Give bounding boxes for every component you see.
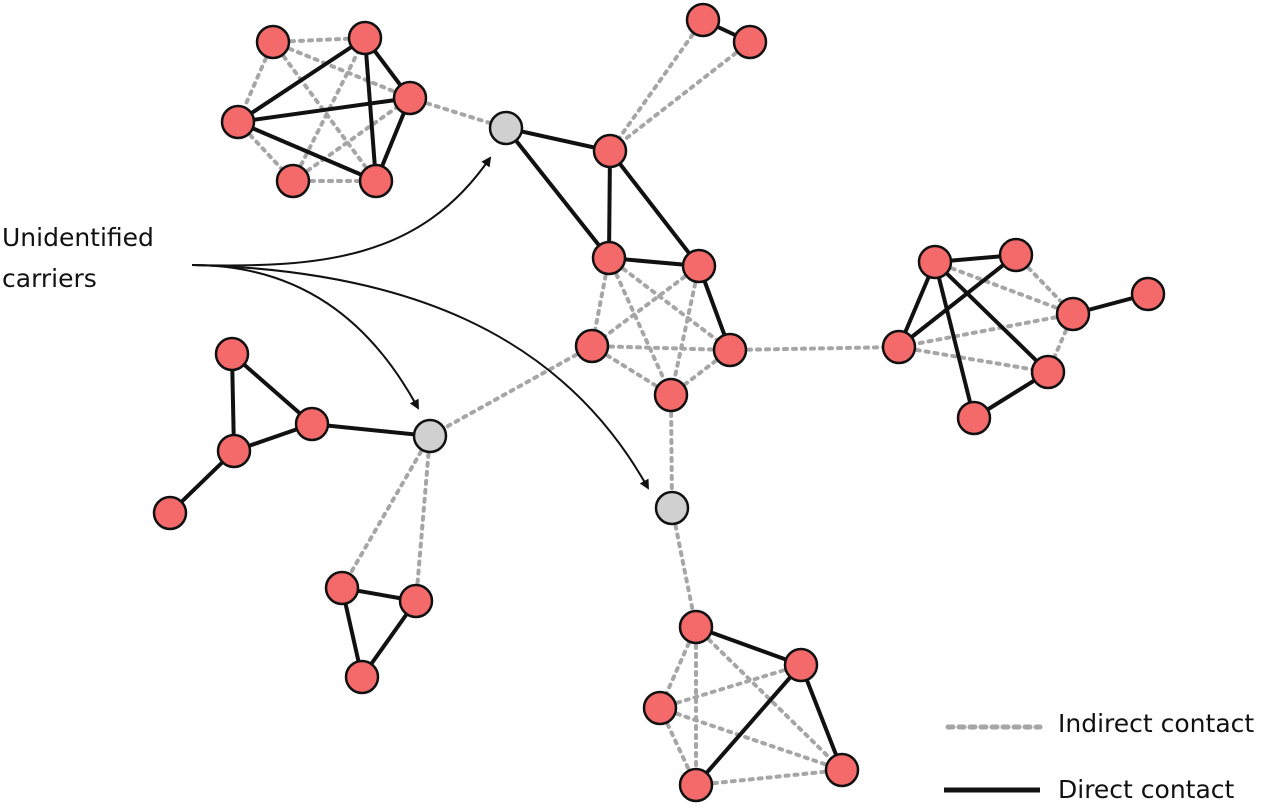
carrier-node: [654, 490, 690, 526]
case-node: [956, 400, 992, 436]
annotation-arrows: [191, 156, 649, 490]
case-node: [678, 609, 714, 645]
case-node: [214, 336, 250, 372]
case-node: [275, 163, 311, 199]
case-node: [1030, 354, 1066, 390]
case-node: [712, 332, 748, 368]
legend: Indirect contact Direct contact: [944, 709, 1254, 804]
direct-edge: [236, 36, 367, 124]
indirect-edge: [658, 706, 844, 772]
indirect-edge: [669, 393, 674, 510]
indirect-edge: [897, 345, 1050, 374]
case-node: [347, 20, 383, 56]
direct-edge: [607, 150, 612, 259]
direct-edge: [237, 120, 377, 183]
annotation-label: Unidentified carriers: [2, 223, 154, 293]
direct-edge: [311, 422, 431, 438]
direct-edge: [230, 352, 314, 426]
direct-edge: [933, 261, 976, 419]
direct-edge: [608, 149, 701, 268]
legend-direct-label: Direct contact: [1058, 775, 1235, 804]
case-node: [152, 495, 188, 531]
carrier-node: [412, 418, 448, 454]
arrow-to-carrier-left: [191, 264, 419, 410]
case-node: [1130, 276, 1166, 312]
indirect-edge: [590, 264, 701, 348]
case-node: [642, 690, 678, 726]
annotation-line-1: Unidentified: [2, 223, 154, 252]
indirect-edge: [608, 18, 705, 153]
case-node: [678, 767, 714, 803]
indirect-edges: [236, 18, 1075, 787]
indirect-edge: [590, 344, 673, 397]
annotation-line-2: carriers: [2, 264, 97, 293]
case-node: [732, 24, 768, 60]
indirect-edge: [607, 256, 732, 352]
case-node: [591, 240, 627, 276]
direct-edge: [505, 126, 611, 153]
case-node: [358, 163, 394, 199]
case-node: [917, 244, 953, 280]
carrier-node: [488, 110, 524, 146]
direct-edge: [237, 96, 411, 124]
direct-edge: [504, 126, 611, 260]
case-node: [783, 647, 819, 683]
direct-edge: [694, 663, 803, 787]
indirect-edge: [669, 264, 701, 397]
indirect-edge: [933, 260, 1075, 316]
case-node: [592, 133, 628, 169]
arrow-to-carrier-top: [191, 156, 492, 267]
case-node: [398, 583, 434, 619]
indirect-edge: [607, 256, 673, 397]
direct-edge: [799, 664, 844, 771]
case-node: [681, 248, 717, 284]
indirect-edge: [694, 625, 844, 772]
indirect-edge: [694, 768, 844, 787]
case-node: [685, 2, 721, 38]
indirect-edge: [670, 506, 698, 629]
case-node: [220, 104, 256, 140]
direct-edge: [363, 37, 378, 182]
case-node: [998, 237, 1034, 273]
case-node: [255, 24, 291, 60]
case-node: [881, 329, 917, 365]
arrow-to-carrier-bottom: [191, 264, 649, 490]
indirect-edge: [728, 345, 901, 352]
indirect-edge: [658, 663, 803, 710]
indirect-edge: [340, 434, 432, 590]
indirect-edge: [428, 344, 594, 438]
case-node: [574, 328, 610, 364]
case-node: [216, 433, 252, 469]
case-node: [1055, 296, 1091, 332]
indirect-edge: [590, 344, 732, 352]
indirect-edge: [414, 434, 432, 603]
case-node: [392, 80, 428, 116]
indirect-edge: [271, 40, 378, 183]
case-node: [824, 752, 860, 788]
nodes: [152, 2, 1166, 803]
indirect-edge: [608, 40, 752, 153]
case-node: [324, 570, 360, 606]
direct-edge: [897, 253, 1018, 349]
indirect-edge: [271, 40, 412, 100]
direct-edge: [695, 625, 802, 667]
legend-indirect-label: Indirect contact: [1058, 709, 1254, 738]
indirect-edge: [897, 312, 1075, 349]
case-node: [653, 377, 689, 413]
direct-edge: [933, 260, 1050, 374]
case-node: [344, 659, 380, 695]
indirect-edge: [291, 96, 412, 183]
case-node: [294, 406, 330, 442]
